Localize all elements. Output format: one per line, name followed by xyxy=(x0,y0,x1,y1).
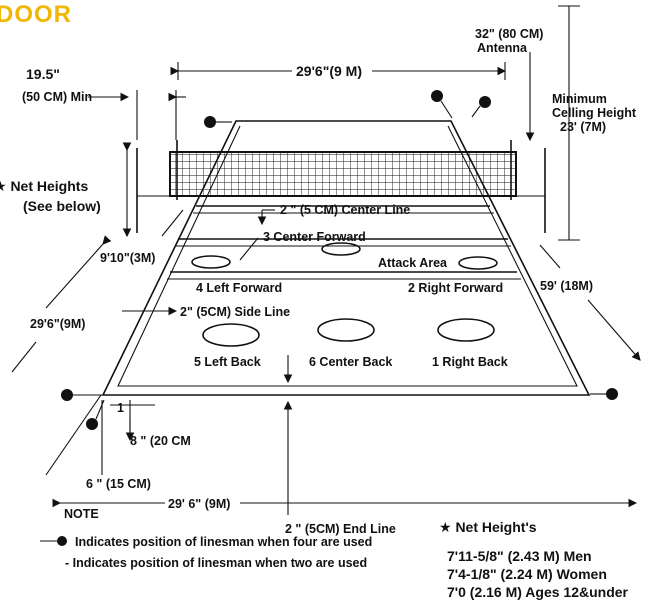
note-legend: NOTE Indicates position of linesman when… xyxy=(40,507,372,570)
net-height-row: 7'11-5/8" (2.43 M) Men xyxy=(447,548,592,564)
position-labels: 3 Center Forward 4 Left Forward 2 Right … xyxy=(194,230,508,369)
net-height-row: 7'4-1/8" (2.24 M) Women xyxy=(447,566,607,582)
dimension-lines xyxy=(11,5,641,515)
side-line-label: 2" (5CM) Side Line xyxy=(180,305,290,319)
full-length-label: 59' (18M) xyxy=(540,279,593,293)
position-label: 6 Center Back xyxy=(309,355,392,369)
dimension-labels: 29'6"(9 M) 32" (80 CM) Antenna Minimum C… xyxy=(0,27,637,536)
header-title: DOOR xyxy=(0,1,72,28)
width-top-label: 29'6"(9 M) xyxy=(296,63,362,79)
dim-1-label: 1 xyxy=(117,401,124,415)
net-height-table: ★ Net Height's 7'11-5/8" (2.43 M) Men 7'… xyxy=(439,519,629,600)
note-four-linesmen: Indicates position of linesman when four… xyxy=(75,535,372,549)
dim-6in-label: 6 " (15 CM) xyxy=(86,477,151,491)
width-bottom-label: 29' 6" (9M) xyxy=(168,497,230,511)
attack-area-label: Attack Area xyxy=(378,256,448,270)
net-height-title: ★ Net Height's xyxy=(439,519,537,535)
net-heights-line2: (See below) xyxy=(23,198,101,214)
antenna-label-line2: Antenna xyxy=(477,41,528,55)
net-height-row: 7'0 (2.16 M) Ages 12&under xyxy=(447,584,629,600)
end-line-label: 2 " (5CM) End Line xyxy=(285,522,396,536)
attack-depth-label: 9'10"(3M) xyxy=(100,251,155,265)
position-label: 2 Right Forward xyxy=(408,281,503,295)
position-label: 4 Left Forward xyxy=(196,281,282,295)
ceiling-label-line1: Minimum xyxy=(552,92,607,106)
post-offset-line1: 19.5" xyxy=(26,66,60,82)
net xyxy=(136,140,546,233)
dim-8in-label: 8 " (20 CM xyxy=(130,434,191,448)
position-label: 1 Right Back xyxy=(432,355,508,369)
position-label: 5 Left Back xyxy=(194,355,261,369)
note-two-linesmen: - Indicates position of linesman when tw… xyxy=(65,556,367,570)
linesman-dot-icon xyxy=(57,536,67,546)
ceiling-label-line2: Celling Height xyxy=(552,106,637,120)
net-heights-line1: ★ Net Heights xyxy=(0,178,88,194)
center-line-label: 2 " (5 CM) Center Line xyxy=(280,203,410,217)
ceiling-label-line3: 23' (7M) xyxy=(560,120,606,134)
court-outline xyxy=(101,120,591,396)
length-side-label: 29'6"(9M) xyxy=(30,317,85,331)
player-position-markers xyxy=(191,242,498,347)
post-offset-line2: (50 CM) Min xyxy=(22,90,92,104)
note-title: NOTE xyxy=(64,507,99,521)
linesman-markers xyxy=(61,90,618,430)
antenna-label-line1: 32" (80 CM) xyxy=(475,27,543,41)
position-label: 3 Center Forward xyxy=(263,230,366,244)
